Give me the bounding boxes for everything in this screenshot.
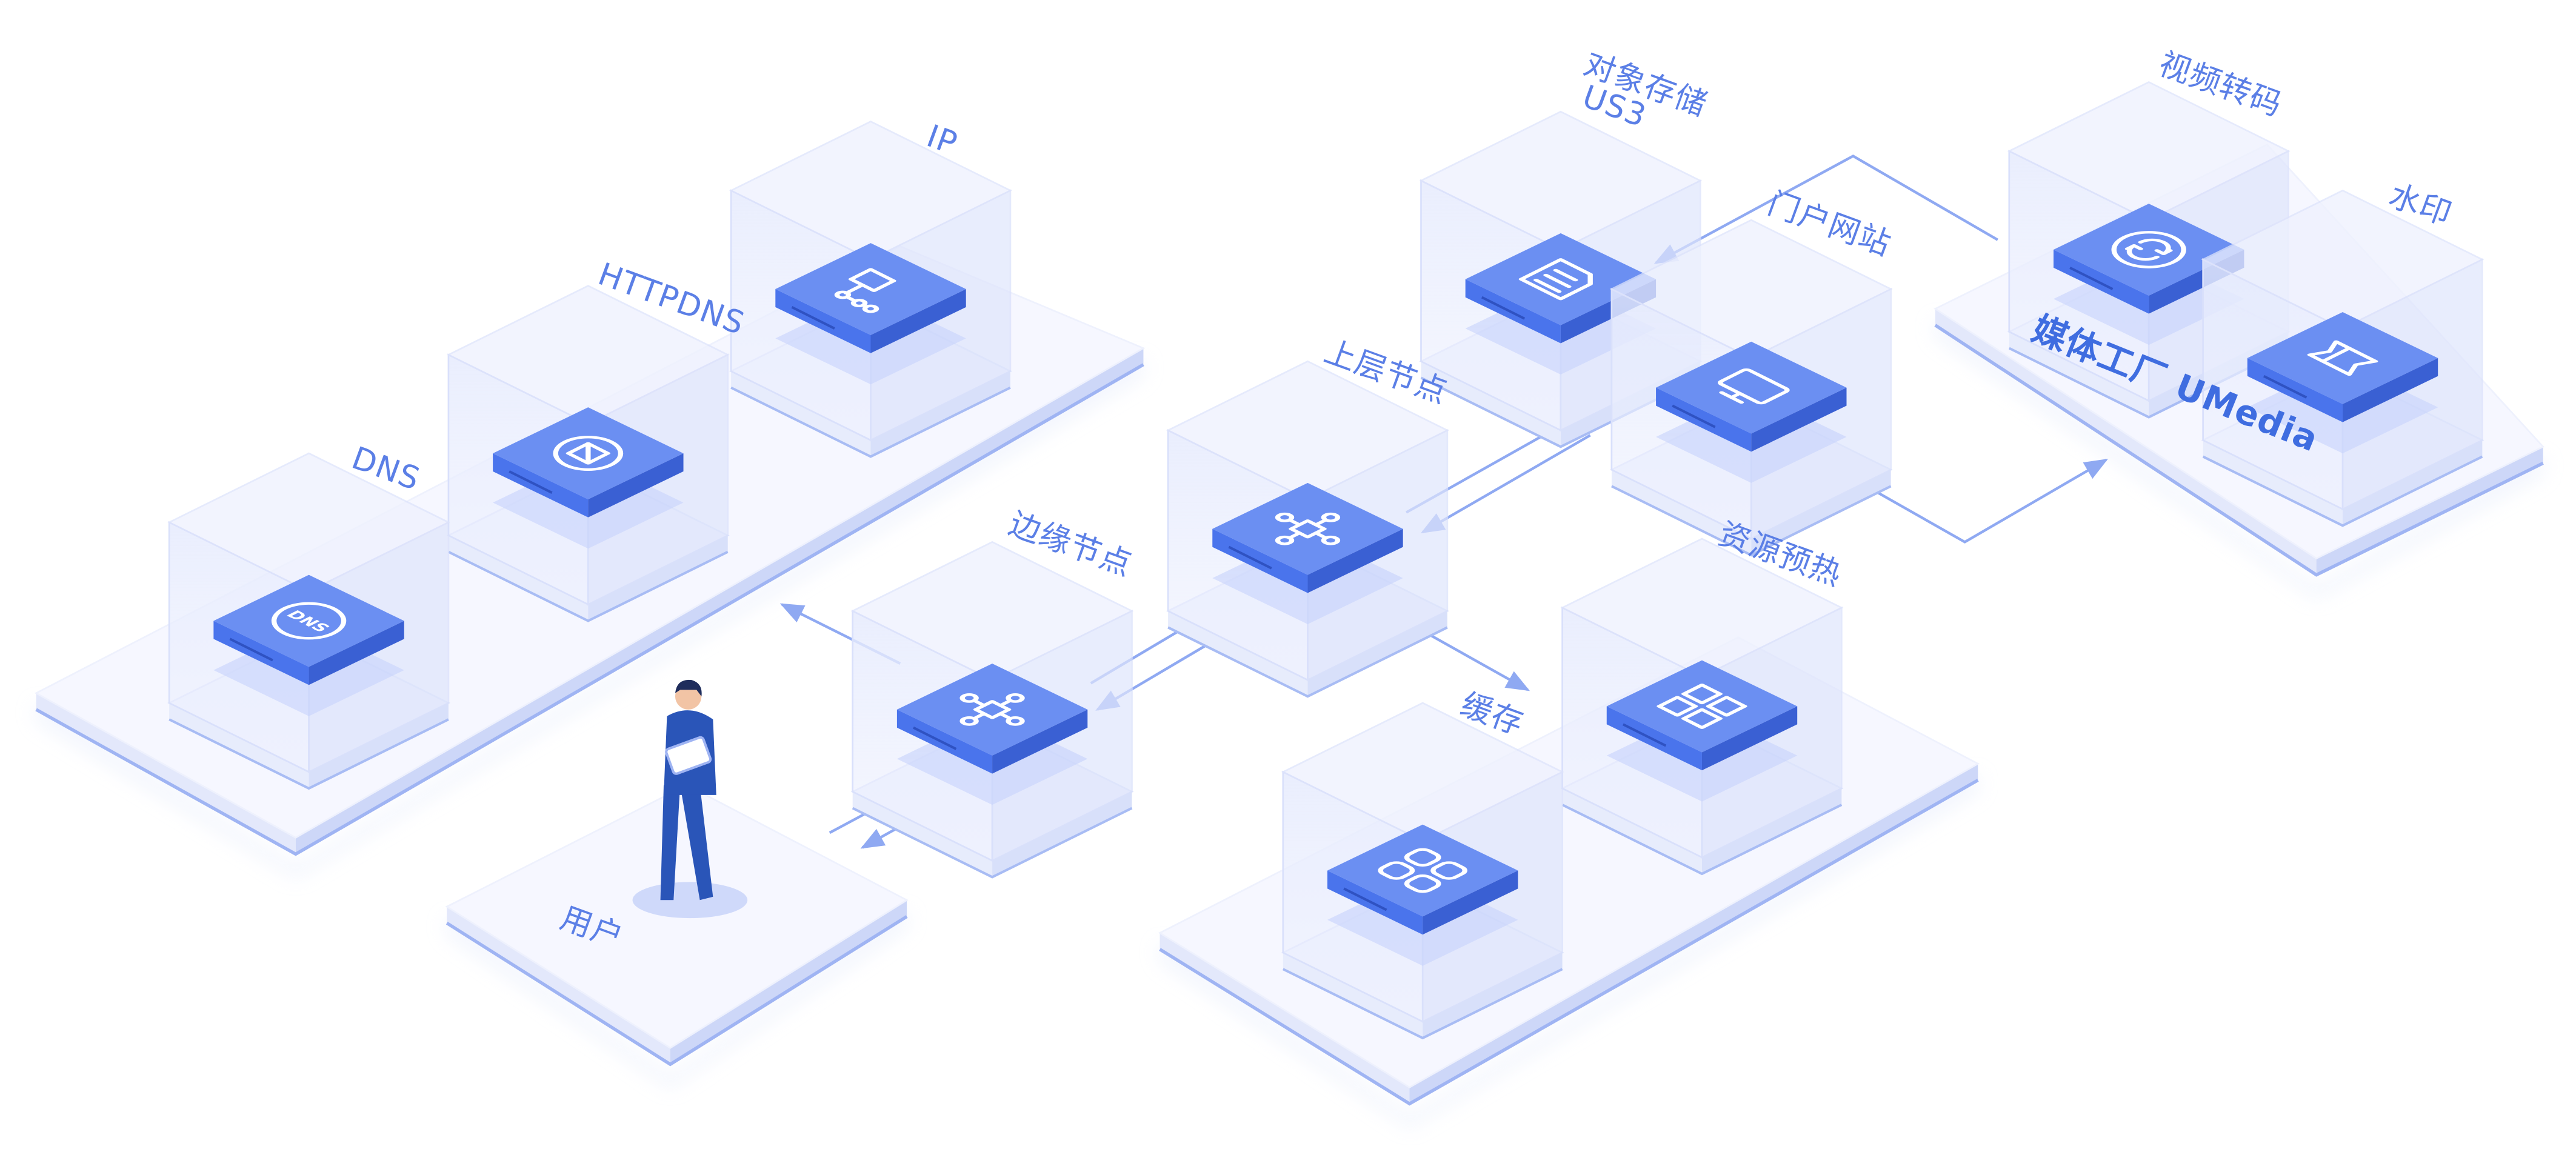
- shield-box-icon: [553, 436, 624, 471]
- node-ip: [729, 121, 1012, 458]
- router-icon: [834, 268, 896, 313]
- node-resource-prefetch: [1560, 538, 1844, 876]
- node-upper: [1166, 360, 1449, 698]
- node-cache: [1281, 702, 1564, 1040]
- node-edge: [850, 541, 1134, 879]
- refresh-icon: [2111, 231, 2186, 268]
- grid-icon: [1378, 848, 1467, 893]
- arrow-transcode-to-storage: [1653, 155, 1998, 264]
- node-portal: [1609, 219, 1893, 557]
- document-icon: [1518, 258, 1593, 301]
- user-figure-layer: [632, 679, 748, 919]
- node-layer: DNS: [167, 81, 2484, 1040]
- arrow-portal-to-upper: [1420, 434, 1591, 534]
- monitor-icon: [1718, 368, 1790, 405]
- network-node-icon: [1275, 512, 1341, 545]
- node-watermark: [2201, 189, 2484, 527]
- cubes-icon: [1657, 684, 1747, 729]
- node-dns: DNS: [167, 452, 450, 790]
- node-video-transcode: [2007, 81, 2291, 419]
- person-figure: [632, 679, 748, 919]
- arrow-portal-to-umedia: [1842, 458, 2109, 544]
- node-httpdns: [446, 285, 730, 622]
- ribbon-icon: [2307, 340, 2378, 376]
- network-node-icon: [959, 693, 1025, 726]
